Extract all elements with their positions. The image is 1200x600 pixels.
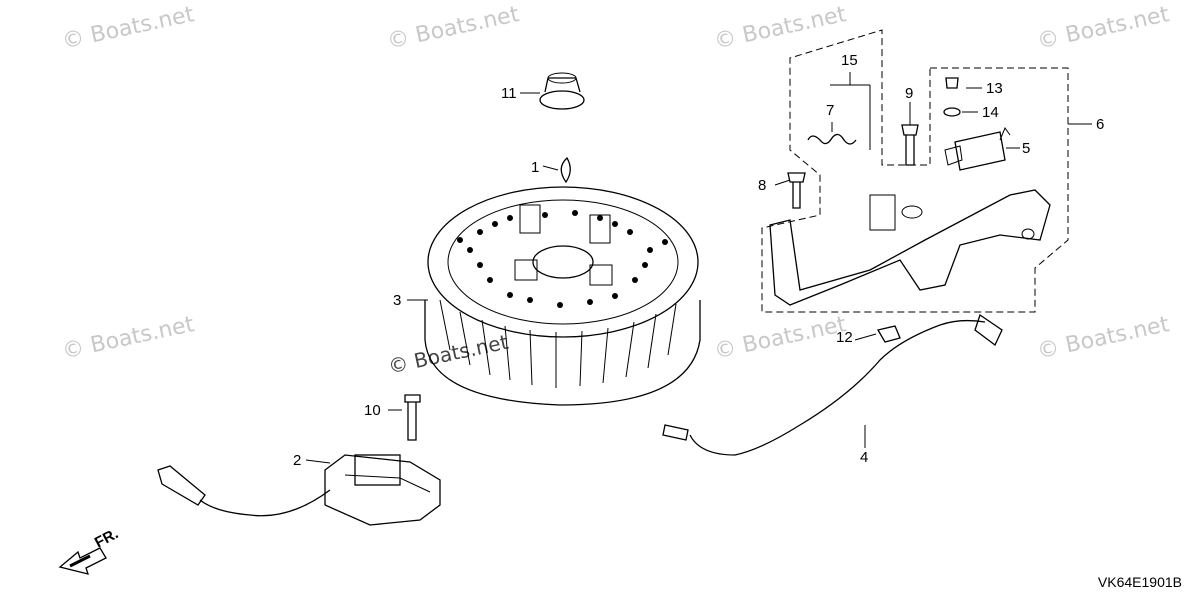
stop-switch-wire-drawing xyxy=(662,313,1003,456)
callout-9: 9 xyxy=(905,85,913,102)
ignition-coil-drawing xyxy=(157,394,441,526)
callout-14: 14 xyxy=(982,104,999,121)
callout-15: 15 xyxy=(841,52,858,69)
bolt-8-drawing xyxy=(787,172,806,209)
front-direction-arrow: FR. xyxy=(58,525,121,575)
callout-5: 5 xyxy=(1022,140,1030,157)
callout-13: 13 xyxy=(986,80,1003,97)
bolt-9-drawing xyxy=(901,124,919,166)
flange-nut-drawing xyxy=(539,72,585,110)
diagram-code: VK64E1901B xyxy=(1097,574,1182,590)
leader-lines xyxy=(305,72,1092,464)
group-outline-6 xyxy=(761,29,1069,313)
callout-4: 4 xyxy=(860,449,868,466)
callout-3: 3 xyxy=(393,292,401,309)
wire-clip-drawing xyxy=(876,325,901,343)
flywheel-drawing xyxy=(424,186,701,406)
stop-switch-bracket-drawing xyxy=(769,189,1051,306)
switch-assembly-drawing xyxy=(943,77,1011,171)
callout-12: 12 xyxy=(836,329,853,346)
callout-6: 6 xyxy=(1096,116,1104,133)
woodruff-key-drawing xyxy=(560,156,571,184)
front-label: FR. xyxy=(92,525,121,551)
callout-2: 2 xyxy=(293,452,301,469)
callout-11: 11 xyxy=(501,85,517,102)
callout-8: 8 xyxy=(758,177,766,194)
callout-1: 1 xyxy=(531,159,539,176)
return-spring-drawing xyxy=(807,133,857,145)
callout-7: 7 xyxy=(826,102,834,119)
callout-10: 10 xyxy=(364,402,381,419)
